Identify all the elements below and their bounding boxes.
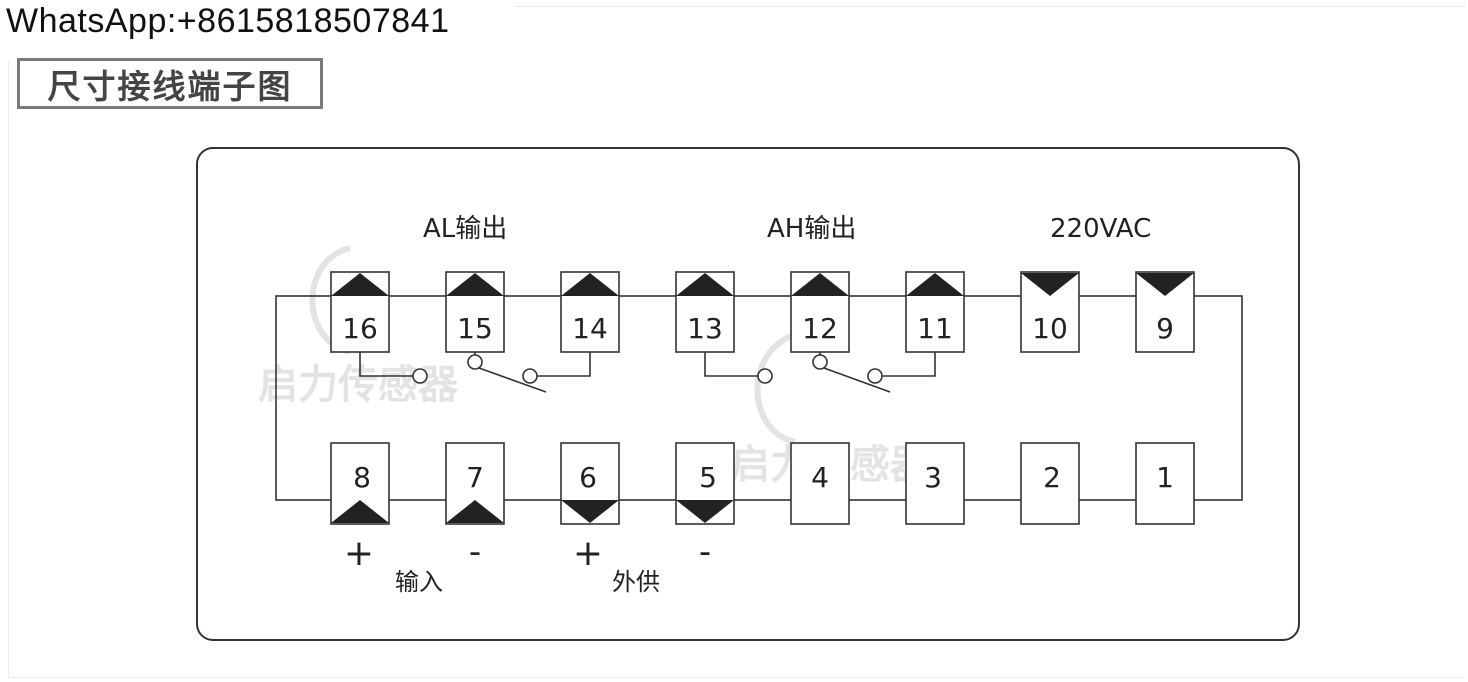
terminal-1: 1 (1135, 442, 1195, 525)
bottom-terminal-row: 8 7 6 5 4 3 2 1 (330, 442, 1195, 525)
terminal-6: 6 (560, 442, 620, 525)
terminal-5-number: 5 (699, 461, 717, 494)
terminal-10-number: 10 (1032, 312, 1068, 345)
polarity-plus-supply: + (573, 533, 603, 574)
terminal-4-number: 4 (811, 461, 829, 494)
terminal-6-number: 6 (579, 461, 597, 494)
frame-left-edge (8, 60, 9, 678)
terminal-14: 14 (560, 271, 620, 353)
polarity-minus-supply: - (699, 532, 711, 572)
terminal-3: 3 (905, 442, 965, 525)
terminal-14-number: 14 (572, 312, 608, 345)
frame-bottom-edge (8, 677, 1466, 678)
terminal-block-outline (275, 295, 1243, 501)
terminal-16: 16 (330, 271, 390, 353)
whatsapp-contact: WhatsApp:+8615818507841 (6, 2, 450, 40)
ah-relay-contacts (704, 352, 936, 393)
terminal-12: 12 (790, 271, 850, 353)
power-label: 220VAC (1050, 214, 1151, 244)
al-relay-contacts (359, 352, 591, 393)
terminal-10: 10 (1020, 271, 1080, 353)
top-terminal-row: 16 15 14 13 12 11 10 (330, 271, 1195, 353)
terminal-7: 7 (445, 442, 505, 525)
terminal-11: 11 (905, 271, 965, 353)
polarity-minus-input: - (469, 532, 481, 572)
terminal-2: 2 (1020, 442, 1080, 525)
terminal-11-number: 11 (917, 312, 953, 345)
watermark-logo-2 (754, 332, 797, 445)
terminal-5: 5 (675, 442, 735, 525)
terminal-15: 15 (445, 271, 505, 353)
al-output-label: AL输出 (423, 214, 507, 244)
terminal-8-number: 8 (353, 461, 371, 494)
terminal-13-number: 13 (687, 312, 723, 345)
terminal-16-number: 16 (342, 312, 378, 345)
terminal-4: 4 (790, 442, 850, 525)
terminal-12-number: 12 (802, 312, 838, 345)
terminal-2-number: 2 (1043, 461, 1061, 494)
ah-output-label: AH输出 (767, 214, 856, 244)
supply-label: 外供 (612, 568, 660, 596)
terminal-7-number: 7 (466, 461, 484, 494)
terminal-1-number: 1 (1156, 461, 1174, 494)
terminal-8: 8 (330, 442, 390, 525)
section-title: 尺寸接线端子图 (17, 58, 323, 109)
input-label: 输入 (395, 568, 443, 596)
terminal-15-number: 15 (457, 312, 493, 345)
terminal-9-number: 9 (1156, 312, 1174, 345)
terminal-9: 9 (1135, 271, 1195, 353)
watermark-text-1: 启力传感器 (258, 362, 459, 408)
polarity-plus-input: + (344, 533, 374, 574)
outer-frame (196, 147, 1300, 641)
top-divider (515, 6, 1465, 7)
terminal-13: 13 (675, 271, 735, 353)
terminal-3-number: 3 (924, 461, 942, 494)
